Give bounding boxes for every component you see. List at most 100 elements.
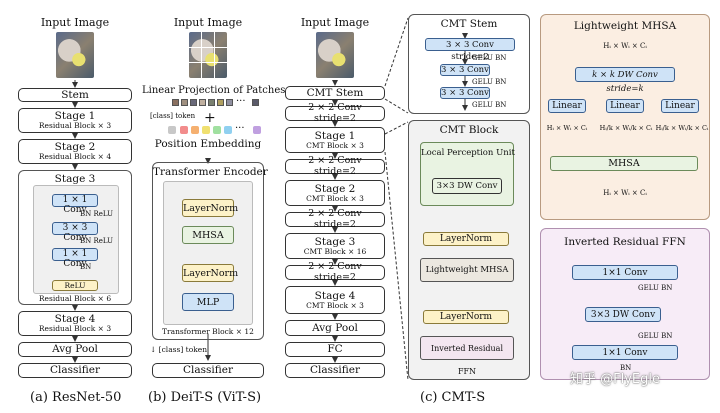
resnet-conv1: 1 × 1 Conv — [52, 194, 98, 215]
patch-4 — [199, 99, 206, 106]
patch-5 — [208, 99, 215, 106]
deit-input-label: Input Image — [173, 16, 243, 29]
resnet-input-label: Input Image — [40, 16, 110, 29]
cmt-caption: (c) CMT-S — [420, 390, 486, 405]
pos-token-4 — [213, 126, 221, 134]
lmhsa-dim-q: Hᵢ × Wᵢ × Cᵢ — [546, 124, 588, 132]
resnet-relu: ReLU — [52, 280, 98, 291]
cmt-input-image — [316, 32, 354, 78]
deit-linear-proj: Linear Projection of Patches — [142, 85, 286, 96]
patch-1 — [172, 99, 179, 106]
deit-pos-embed: Position Embedding — [154, 138, 262, 150]
cmt-stem-panel: CMT Stem — [408, 14, 530, 114]
resnet-stage3-sub: Residual Block × 6 — [38, 294, 112, 303]
lmhsa-title: Lightweight MHSA — [573, 20, 677, 32]
deit-out-token: ↓ [class] token — [150, 345, 208, 354]
patch-8 — [252, 99, 259, 106]
lmhsa-panel: Lightweight MHSA — [540, 14, 710, 220]
resnet-avgpool: Avg Pool — [18, 342, 132, 357]
irffn-conv1: 1×1 Conv — [572, 265, 678, 280]
cmt-stem-title: CMT Stem — [440, 18, 498, 30]
cmt-stem-gelu1: GELU BN — [472, 54, 507, 62]
cmt-lpu: Local Perception Unit — [420, 142, 515, 206]
resnet-bnrelu2: BN ReLU — [80, 237, 114, 245]
resnet-input-image — [56, 32, 94, 78]
resnet-conv3: 1 × 1 Conv — [52, 248, 98, 269]
irffn-title: Inverted Residual FFN — [564, 236, 686, 248]
deit-patch-grid — [189, 32, 227, 78]
cmt-conv-s2-d: 2 × 2 Conv stride=2 — [285, 261, 385, 282]
cmt-avgpool: Avg Pool — [285, 320, 385, 336]
cmt-block-irffn: Inverted Residual FFN — [420, 336, 514, 376]
resnet-stem: Stem — [18, 88, 132, 102]
deit-block-sub: Transformer Block × 12 — [162, 327, 254, 336]
patch-6 — [217, 99, 224, 106]
cmt-lpu-dwconv: 3×3 DW Conv — [432, 178, 502, 194]
cmt-block-lmhsa: Lightweight MHSA — [420, 258, 514, 282]
irffn-dwconv: 3×3 DW Conv — [585, 307, 661, 322]
irffn-bn: BN — [620, 364, 632, 372]
cmt-input-label: Input Image — [300, 16, 370, 29]
lmhsa-linear3: Linear — [661, 99, 699, 113]
cmt-conv-s2-b: 2 × 2 Conv stride=2 — [285, 155, 385, 176]
pos-token-3 — [202, 126, 210, 134]
watermark: 知乎 @FlyEgle — [570, 372, 660, 387]
deit-classifier: Classifier — [152, 363, 264, 378]
irffn-gelu1: GELU BN — [638, 284, 673, 292]
resnet-classifier: Classifier — [18, 363, 132, 378]
resnet-caption: (a) ResNet-50 — [30, 390, 122, 405]
deit-mhsa: MHSA — [182, 226, 234, 244]
deit-layernorm2: LayerNorm — [182, 264, 238, 282]
lmhsa-dim-v: Hᵢ/k × Wᵢ/k × Cᵢ — [655, 124, 709, 132]
cmt-stem-conv1: 3 × 3 Conv stride=2 — [425, 38, 515, 62]
cmt-stem-conv3: 3 × 3 Conv — [440, 87, 490, 99]
deit-encoder-title: Transformer Encoder — [153, 166, 268, 178]
cmt-stem-gelu3: GELU BN — [472, 101, 507, 109]
deit-plus: + — [204, 110, 216, 126]
cmt-block-layernorm1: LayerNorm — [423, 232, 509, 246]
cmt-classifier: Classifier — [285, 363, 385, 378]
resnet-stage3-title: Stage 3 — [54, 173, 96, 185]
patch-2 — [181, 99, 188, 106]
cmt-conv-s2-c: 2 × 2 Conv stride=2 — [285, 208, 385, 229]
cmt-block-title: CMT Block — [439, 124, 499, 136]
deit-class-token-label: [class] token — [150, 112, 196, 120]
pos-token-6 — [253, 126, 261, 134]
deit-caption: (b) DeiT-S (ViT-S) — [148, 390, 262, 405]
lmhsa-dim-k: Hᵢ/k × Wᵢ/k × Cᵢ — [599, 124, 653, 132]
class-token — [168, 126, 176, 134]
deit-mlp: MLP — [182, 293, 234, 311]
resnet-conv2: 3 × 3 Conv — [52, 222, 98, 243]
resnet-bnrelu1: BN ReLU — [80, 210, 114, 218]
pos-token-1 — [180, 126, 188, 134]
cmt-stem: CMT Stem — [285, 86, 385, 100]
cmt-fc: FC — [285, 342, 385, 357]
pos-token-5 — [224, 126, 232, 134]
deit-dots-1: ··· — [236, 96, 246, 107]
pos-token-2 — [191, 126, 199, 134]
lmhsa-out-dim: Hᵢ × Wᵢ × Cᵢ — [603, 189, 647, 197]
irffn-conv2: 1×1 Conv — [572, 345, 678, 360]
deit-encoder: Transformer Encoder Transformer Block × … — [152, 162, 268, 340]
lmhsa-linear1: Linear — [548, 99, 586, 113]
deit-layernorm1: LayerNorm — [182, 199, 238, 217]
resnet-bn: BN — [80, 263, 92, 271]
lmhsa-linear2: Linear — [606, 99, 644, 113]
cmt-block-layernorm2: LayerNorm — [423, 310, 509, 324]
lmhsa-dwconv: k × k DW Conv stride=k — [575, 67, 675, 94]
cmt-stem-gelu2: GELU BN — [472, 78, 507, 86]
lmhsa-in-dim: Hᵢ × Wᵢ × Cᵢ — [603, 42, 647, 50]
cmt-conv-s2-a: 2 × 2 Conv stride=2 — [285, 102, 385, 123]
cmt-stem-conv2: 3 × 3 Conv — [440, 64, 490, 76]
patch-7 — [226, 99, 233, 106]
patch-3 — [190, 99, 197, 106]
deit-dots-2: ··· — [235, 123, 245, 134]
lmhsa-mhsa: MHSA — [550, 156, 698, 171]
